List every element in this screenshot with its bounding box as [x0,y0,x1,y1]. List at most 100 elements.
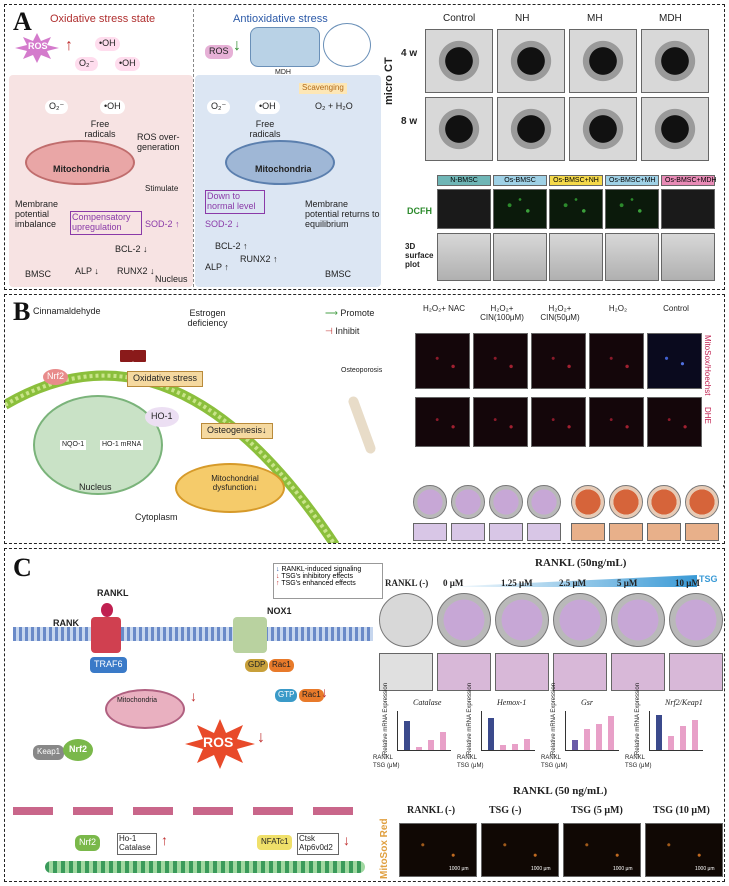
runx2-up: RUNX2 ↑ [240,254,278,264]
ars-micro [647,523,681,541]
ct-image [641,97,709,161]
ho1-label: HO-1 [145,407,179,427]
trap-well [611,593,665,647]
gdp-label: GDP [245,659,269,672]
mitosox-image [473,333,528,389]
staining-well [413,485,447,519]
legend-box: ↓ RANKL-induced signaling ↓ TSG's inhibi… [273,563,383,599]
staining-well [489,485,523,519]
dna-strand [45,861,365,873]
o2-bubble: O₂⁻ [75,57,99,71]
surface-plot-image [661,233,715,281]
mitochondria-c-label: Mitochondria [117,697,158,704]
trap-micro [669,653,723,691]
chart-bar [692,719,698,750]
fl-col-label: H₂O₂+ CIN(100μM) [480,304,524,322]
chart-bar [488,718,494,750]
dcfh-label: DCFH [407,206,432,216]
ros-c-label: ROS [203,734,234,750]
ct-row-label: 4 w [401,48,418,59]
mitosox-image [563,823,641,877]
fl-col-label: H₂O₂+ CIN(50μM) [540,304,580,322]
mitosox-hoechst-text: MitoSox/Hoechst [703,335,712,396]
ars-well [609,485,643,519]
ct-row-label: 8 w [401,116,418,127]
ars-extra-well [723,485,724,487]
dcfh-image [661,189,715,229]
bcl2-up: BCL-2 ↑ [215,241,248,251]
chart-bar [512,743,518,750]
dhe-image [647,397,702,447]
dcfh-col-label: N-BMSC [437,175,491,186]
rank-label: RANK [53,618,79,628]
rankl-ligand-icon [101,603,113,617]
surface-plot-label: 3D surface plot [405,242,434,269]
rac1-label-1: Rac1 [269,659,294,672]
bmsc-left: BMSC [25,269,52,279]
chart-ylabel: Relative mRNA Expression [383,682,389,755]
mitosox-col-label: RANKL (-) [407,805,456,816]
mitosox-image [415,333,470,389]
chart-bar [584,729,590,750]
mitosox-col-label: TSG (-) [489,805,522,816]
dcfh-image [437,189,491,229]
mitosox-image [647,333,702,389]
mitochondria-right-icon [225,140,335,185]
down-normal-label: Down to normal level [205,190,265,214]
rac1-label-2: Rac1 [299,689,324,702]
nrf2-cyto: Nrf2 [43,369,69,385]
well-label: 2.5 μM [559,578,587,588]
alp-down: ALP ↓ [75,266,99,276]
mitosox-red-label: MitoSox Red [379,818,390,879]
nrf2-nucleus-label: Nrf2 [75,835,101,851]
dcfh-col-label: Os-BMSC+MDH [661,175,717,186]
nox1-receptor-icon [233,617,267,653]
staining-well [451,485,485,519]
legend-item-1-text: TSG's inhibitory effects [281,573,353,580]
ctsk-label: Ctsk Atp6v0d2 [297,833,339,855]
trap-micro [553,653,607,691]
trap-micro [379,653,433,691]
gtp-label: GTP [275,689,298,702]
well-label: 10 μM [675,578,700,588]
osteogenesis-label: Osteogenesis↓ [201,423,273,439]
membrane-returns: Membrane potential returns to equilibriu… [305,199,380,229]
trap-well [669,593,723,647]
mitochondria-left-label: Mitochondria [53,164,110,174]
keap1-label: Keap1 [33,745,65,760]
mitosox-image [399,823,477,877]
inhibit-legend: ⊣ Inhibit [325,326,360,336]
ars-well [685,485,719,519]
oxidative-title: Oxidative stress state [50,13,156,25]
oh-bubble: •OH [95,37,120,51]
dcfh-col-label: Os-BMSC+NH [549,175,603,186]
runx2-down: RUNX2 ↓ [117,266,155,276]
mitochondria-right-label: Mitochondria [255,164,312,174]
trap-micro [611,653,665,691]
ct-col-label: NH [515,13,530,24]
chart-bar [416,746,422,750]
staining-micro [527,523,561,541]
ct-col-label: Control [443,13,476,24]
cell-membrane-c [13,627,373,641]
ros-star-icon [185,719,255,769]
chart-title: Gsr [581,698,594,707]
chart-axes [565,711,619,751]
trap-well [437,593,491,647]
dhe-image [531,397,586,447]
ct-image [497,29,565,93]
mitosox-image [531,333,586,389]
fl-col-label: H₂O₂+ NAC [423,304,465,313]
free-radicals-right: Free radicals [249,119,281,139]
mitochondria-b-icon [175,463,285,513]
chart-bar [440,732,446,750]
bmsc-right: BMSC [325,269,352,279]
well-label: RANKL (-) [385,578,429,588]
nucleus-b-label: Nucleus [79,482,112,492]
chart-bar [596,724,602,750]
ct-image [425,29,493,93]
mitosox-image [589,333,644,389]
ros-c-down: ↓ [257,729,265,746]
mitochondria-left-icon [25,140,135,185]
stimulate-label: Stimulate [145,184,179,193]
